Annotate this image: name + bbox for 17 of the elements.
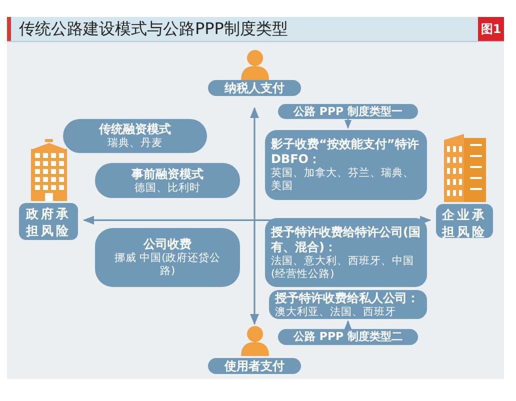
double-arrow: [250, 106, 259, 326]
category-box: 影子收费“按效能支付”特许 DBFO： 英国、加拿大、芬兰、瑞典、美国: [265, 130, 427, 200]
risk-label: 企业承担风险: [436, 204, 493, 238]
risk-label: 政府承担风险: [19, 203, 78, 240]
arrow: [344, 119, 352, 129]
category-box: 传统融资模式 瑞典、丹麦: [63, 119, 207, 153]
category-box: 事前融资模式 德国、比利时: [95, 163, 240, 198]
category-box: 授予特许收费给特许公司(国有、混合)： 法国、意大利、西班牙、中国(经营性公路): [265, 218, 427, 287]
category-box: 授予特许收费给私人公司： 澳大利亚、法国、西班牙: [269, 290, 427, 319]
payment-label: 纳税人支付: [208, 80, 301, 96]
category-box: 公司收费 挪威 中国(政府还贷公路): [95, 228, 240, 287]
diagram-title: 传统公路建设模式与公路PPP制度类型: [19, 19, 288, 39]
figure-number: 图1: [478, 17, 504, 41]
arrow: [344, 320, 352, 330]
payment-label: 使用者支付: [208, 358, 301, 374]
category-box: 公路 PPP 制度类型一: [278, 104, 418, 119]
category-box: 公路 PPP 制度类型二: [278, 329, 418, 345]
